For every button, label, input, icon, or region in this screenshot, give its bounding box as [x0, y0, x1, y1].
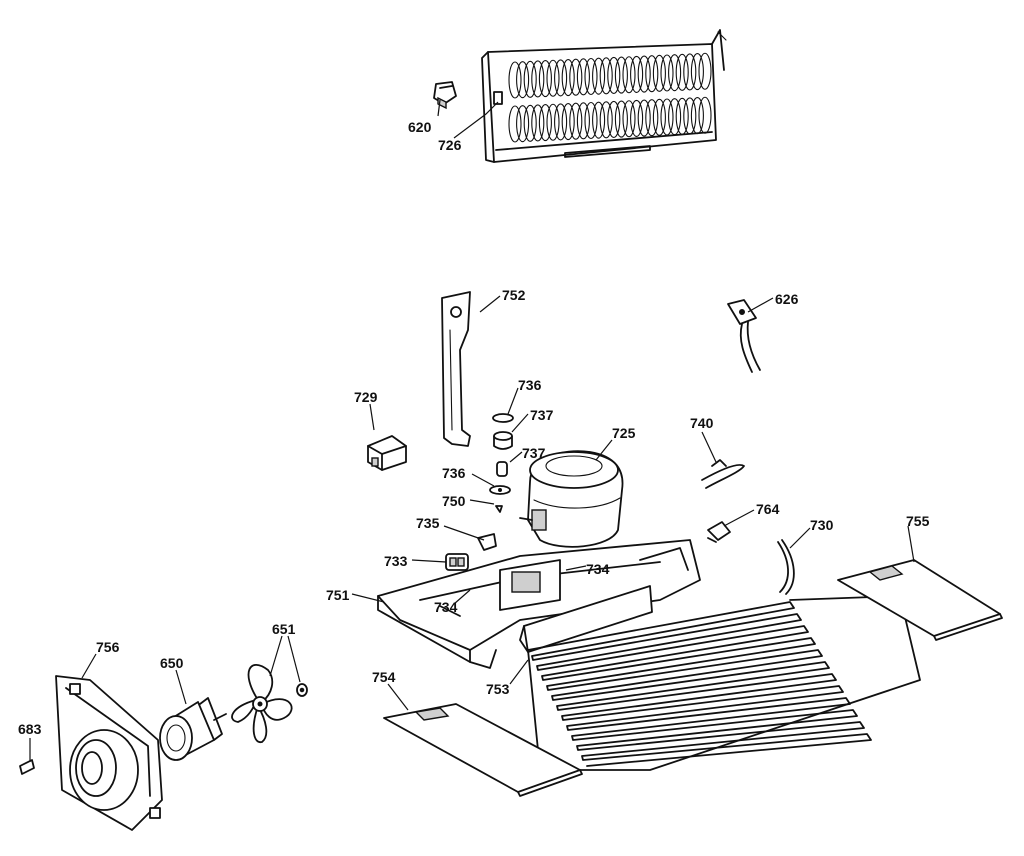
- callout-764: 764: [756, 501, 780, 517]
- callout-734-left: 734: [434, 599, 458, 615]
- callout-730: 730: [810, 517, 834, 533]
- plug-626-icon: [727, 299, 761, 373]
- leader-lines: [29, 99, 915, 762]
- grommet-stack-icon: [489, 413, 514, 513]
- callout-651: 651: [272, 621, 296, 637]
- clip-740-icon: [701, 459, 745, 489]
- callout-683: 683: [18, 721, 42, 737]
- callout-755: 755: [906, 513, 930, 529]
- callout-736-top: 736: [518, 377, 542, 393]
- callout-734-right: 734: [586, 561, 610, 577]
- callout-754: 754: [372, 669, 396, 685]
- screw-683-icon: [19, 759, 35, 775]
- channel-753-icon: [519, 585, 653, 653]
- callout-620: 620: [408, 119, 432, 135]
- callout-729: 729: [354, 389, 378, 405]
- clip-735-icon: [477, 533, 497, 551]
- callout-753: 753: [486, 681, 510, 697]
- callout-733: 733: [384, 553, 408, 569]
- callout-726: 726: [438, 137, 462, 153]
- base-pan-751-icon: [377, 539, 701, 669]
- callout-735: 735: [416, 515, 440, 531]
- callout-740: 740: [690, 415, 714, 431]
- pad-754-icon: [383, 703, 583, 797]
- callout-751: 751: [326, 587, 350, 603]
- callout-736-mid: 736: [442, 465, 466, 481]
- condenser-coil-icon: [481, 29, 727, 163]
- callout-737-top: 737: [530, 407, 554, 423]
- fan-motor-icon: [159, 697, 227, 761]
- bracket-752-icon: [441, 291, 471, 447]
- callout-750: 750: [442, 493, 466, 509]
- fan-shroud-icon: [55, 675, 163, 831]
- pad-755-icon: [837, 559, 1003, 641]
- callout-725: 725: [612, 425, 636, 441]
- callout-650: 650: [160, 655, 184, 671]
- callout-labels: 620 726 752 626 729 736 737 737 736 725 …: [18, 119, 930, 737]
- callout-756: 756: [96, 639, 120, 655]
- callout-752: 752: [502, 287, 526, 303]
- relay-729-icon: [367, 435, 407, 471]
- callout-626: 626: [775, 291, 799, 307]
- callout-737-mid: 737: [522, 445, 546, 461]
- fan-blade-icon: [231, 664, 308, 743]
- compressor-icon: [519, 450, 624, 548]
- connector-620-icon: [433, 81, 457, 110]
- clip-764-icon: [707, 521, 731, 543]
- overload-733-icon: [445, 553, 469, 571]
